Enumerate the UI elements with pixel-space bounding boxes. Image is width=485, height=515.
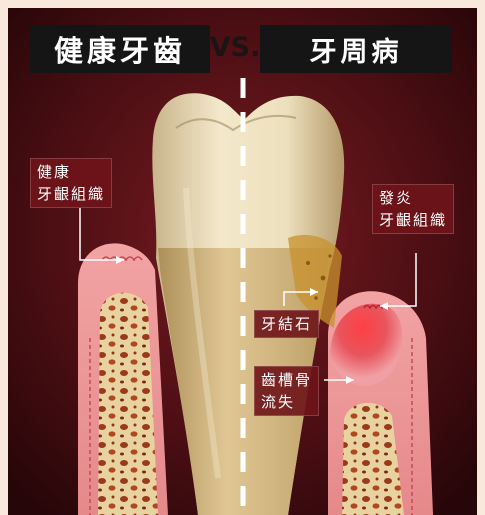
- label-inflamed-gum-line2: 牙齦組織: [379, 209, 447, 231]
- label-healthy-gum: 健康 牙齦組織: [30, 158, 112, 208]
- label-bone-loss: 齒槽骨 流失: [254, 366, 319, 416]
- label-healthy-gum-line1: 健康: [37, 161, 105, 183]
- label-inflamed-gum-line1: 發炎: [379, 187, 447, 209]
- illustration-frame: 健康牙齒 VS. 牙周病 健康 牙齦組織 發炎 牙齦組織 牙結石 齒槽骨 流失: [8, 8, 477, 515]
- label-healthy-gum-line2: 牙齦組織: [37, 183, 105, 205]
- versus-label: VS.: [207, 32, 263, 63]
- label-bone-loss-line2: 流失: [261, 391, 312, 413]
- label-tartar-text: 牙結石: [261, 313, 312, 335]
- label-inflamed-gum: 發炎 牙齦組織: [372, 184, 454, 234]
- healthy-tooth-title: 健康牙齒: [30, 25, 210, 73]
- label-bone-loss-line1: 齒槽骨: [261, 369, 312, 391]
- tooth-diagram: [8, 8, 477, 515]
- label-tartar: 牙結石: [254, 310, 319, 338]
- periodontal-disease-title: 牙周病: [260, 25, 452, 73]
